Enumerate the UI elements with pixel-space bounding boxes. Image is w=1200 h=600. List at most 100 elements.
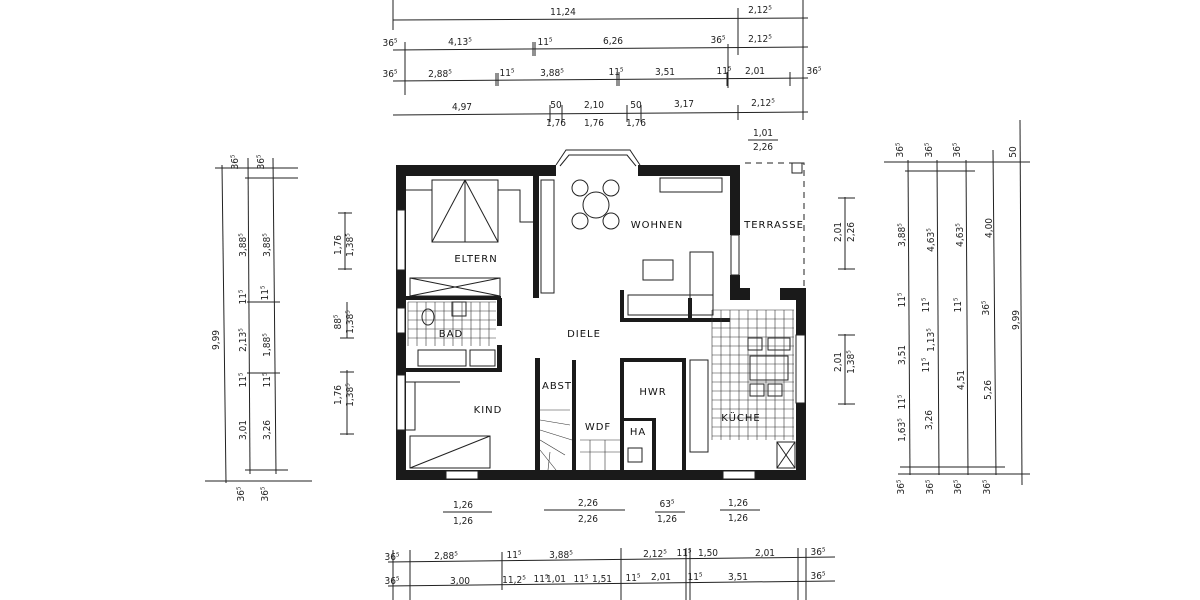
dimension-label: 4,51: [956, 370, 967, 390]
dimension-label: 1,63⁵: [897, 418, 908, 442]
windows: [396, 149, 806, 480]
dimension-label: 2,01: [745, 66, 765, 77]
dimension-label: 3,51: [728, 572, 748, 583]
room-label-ha: HA: [630, 427, 646, 438]
dimension-label: 1,76: [584, 118, 604, 129]
room-label-terrasse: TERRASSE: [743, 220, 804, 231]
dimension-label: 4,97: [452, 102, 472, 113]
dimension-label: 36⁵: [924, 142, 935, 157]
dimension-label: 11⁵: [537, 37, 552, 48]
dimension-label: 2,12⁵: [643, 549, 667, 560]
dimension-label: 5,26: [983, 380, 994, 400]
dimension-label: 4,00: [984, 218, 995, 238]
dimension-label: 3,17: [674, 99, 694, 110]
dimension-label: 3,88⁵: [549, 550, 573, 561]
dimension-label: 3,88⁵: [262, 233, 273, 257]
terrace-outline: [745, 162, 805, 290]
dimension-label: 1,01: [753, 128, 773, 139]
dimension-label: 36⁵: [382, 38, 397, 49]
dimension-label: 11⁵: [953, 297, 964, 312]
dimension-label: 1,76: [546, 118, 566, 129]
dimension-label: 36⁵: [710, 35, 725, 46]
dimension-label: 1,50: [698, 548, 718, 559]
dimension-label: 1,38⁵: [345, 383, 356, 407]
dimension-label: 3,88⁵: [238, 233, 249, 257]
room-label-wohnen: WOHNEN: [631, 220, 684, 231]
dimension-label: 1,76: [333, 235, 344, 255]
dimension-label: 2,01: [833, 222, 844, 242]
dimension-label: 1,51: [592, 574, 612, 585]
room-label-abst: ABST: [542, 381, 572, 392]
dimension-label: 2,88⁵: [428, 69, 452, 80]
dimension-label: 36⁵: [896, 479, 907, 494]
dimension-label: 3,26: [924, 410, 935, 430]
dimension-label: 4,63⁵: [926, 228, 937, 252]
room-label-kind: KIND: [474, 405, 503, 416]
dimension-label: 4,63⁵: [955, 223, 966, 247]
dimension-label: 50: [630, 100, 642, 111]
dimension-label: 1,26: [453, 516, 473, 527]
dimension-label: 2,26: [578, 514, 598, 525]
dimension-label: 63⁵: [659, 499, 674, 510]
dimension-label: 3,01: [238, 420, 249, 440]
dimension-label: 50: [1008, 146, 1019, 158]
dimension-label: 2,01: [651, 572, 671, 583]
dimension-label: 36⁵: [256, 154, 267, 169]
dimension-label: 1,26: [453, 500, 473, 511]
dimension-label: 9,99: [1011, 310, 1022, 330]
dimension-label: 11⁵: [625, 573, 640, 584]
dimension-labels: 11,24 2,12⁵ 36⁵ 4,13⁵ 11⁵ 6,26 36⁵ 2,12⁵ 36⁵ 2,88…: [211, 5, 1022, 587]
dimension-label: 36⁵: [384, 576, 399, 587]
furniture: [406, 162, 803, 469]
dimension-label: 36⁵: [982, 479, 993, 494]
dimension-label: 36⁵: [925, 479, 936, 494]
dimension-label: 36⁵: [384, 552, 399, 563]
dimension-label: 2,13⁵: [238, 328, 249, 352]
dimension-label: 1,38⁵: [345, 233, 356, 257]
room-label-hwr: HWR: [639, 387, 666, 398]
dimension-label: 2,01: [833, 352, 844, 372]
dimension-label: 11⁵: [506, 550, 521, 561]
dimension-label: 1,76: [333, 385, 344, 405]
dimension-label: 11⁵: [897, 292, 908, 307]
dimension-label: 4,13⁵: [448, 37, 472, 48]
dimension-label: 36⁵: [895, 142, 906, 157]
dimension-label: 11⁵: [260, 285, 271, 300]
dimension-label: 1,13⁵: [926, 328, 937, 352]
dimension-label: 1,26: [728, 513, 748, 524]
dimension-label: 3,26: [262, 420, 273, 440]
dimension-label: 11,2⁵: [502, 575, 526, 586]
dimension-label: 2,12⁵: [748, 5, 772, 16]
dimension-label: 36⁵: [260, 486, 271, 501]
dimension-label: 11,24: [550, 7, 576, 18]
dimension-label: 11⁵: [262, 372, 273, 387]
dimension-label: 11⁵: [238, 372, 249, 387]
dimension-label: 88⁵: [333, 314, 344, 329]
dimension-label: 36⁵: [230, 154, 241, 169]
dimension-label: 36⁵: [953, 479, 964, 494]
dimension-label: 3,51: [897, 345, 908, 365]
dimension-label: 3,88⁵: [897, 223, 908, 247]
dimension-label: 1,26: [657, 514, 677, 525]
dimension-label: 50: [550, 100, 562, 111]
dimension-label: 9,99: [211, 330, 222, 350]
dimension-label: 2,12⁵: [748, 34, 772, 45]
dimension-label: 11⁵: [533, 574, 548, 585]
room-label-wdf: WDF: [585, 422, 611, 433]
dimension-label: 2,26: [578, 498, 598, 509]
dimension-label: 6,26: [603, 36, 623, 47]
dimension-label: 1,76: [626, 118, 646, 129]
dimension-label: 11⁵: [687, 572, 702, 583]
dimension-label: 11⁵: [608, 67, 623, 78]
dimension-label: 2,10: [584, 100, 604, 111]
dimension-label: 2,12⁵: [751, 98, 775, 109]
room-label-bad: BAD: [439, 329, 463, 340]
dimension-label: 3,88⁵: [540, 68, 564, 79]
dimension-label: 1,01: [546, 574, 566, 585]
dimension-label: 11⁵: [238, 289, 249, 304]
dimension-label: 36⁵: [806, 66, 821, 77]
dimension-label: 11⁵: [573, 574, 588, 585]
dimension-label: 1,38⁵: [846, 350, 857, 374]
floor-tiles: [407, 301, 794, 440]
